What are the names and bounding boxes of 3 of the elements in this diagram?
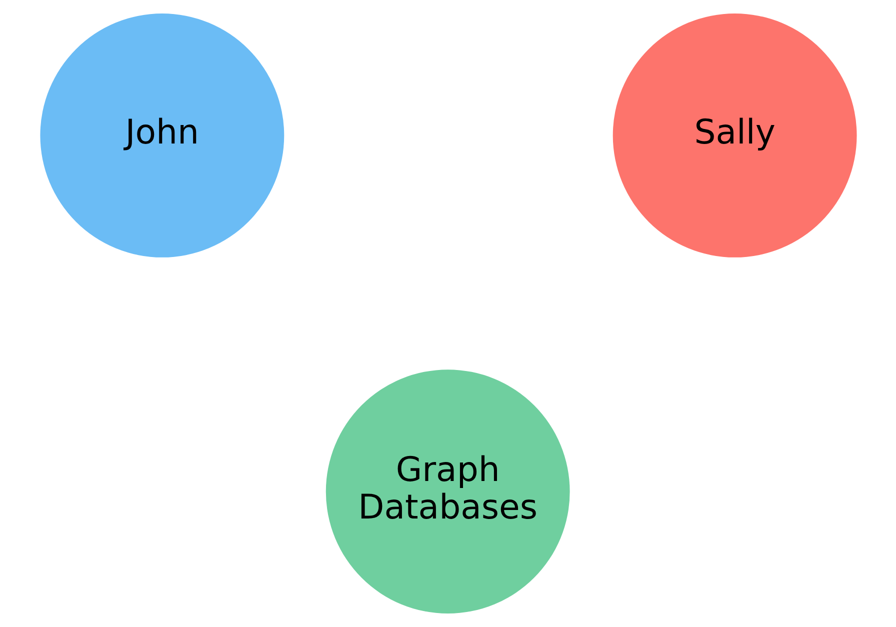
node-circle: Graph Databases <box>325 370 570 614</box>
node-circle: John <box>40 13 284 258</box>
node-circle: Sally <box>612 13 856 258</box>
